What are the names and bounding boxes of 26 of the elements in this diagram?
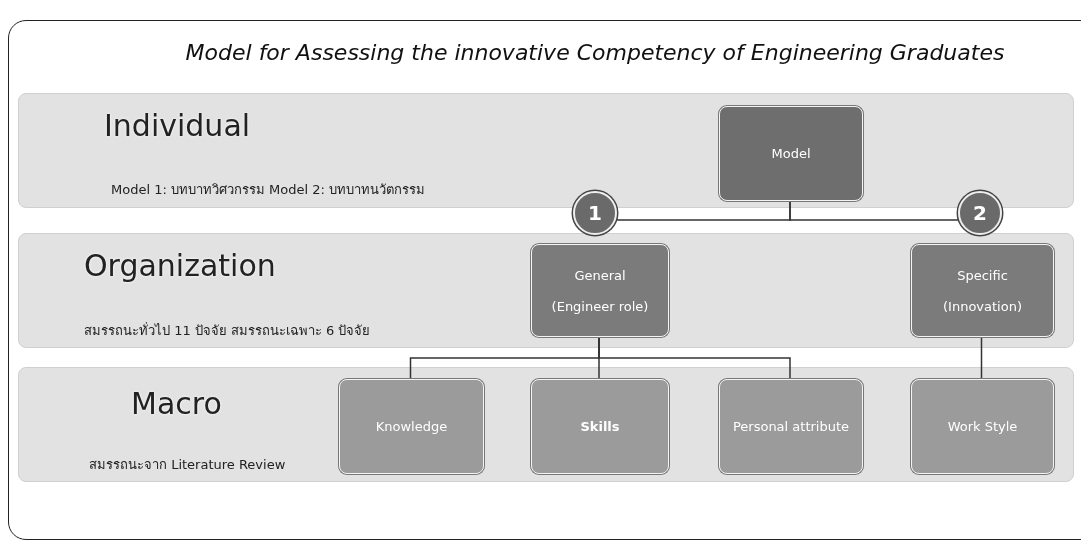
box-label: General <box>574 267 626 283</box>
process-box: Skills <box>531 379 669 474</box>
process-box <box>911 244 1054 337</box>
layer-note: สมรรถนะจาก Literature Review <box>89 456 286 474</box>
layer-heading: Organization <box>84 248 276 283</box>
layer-band <box>18 367 1074 482</box>
connector-line <box>789 199 960 221</box>
process-box: Personal attribute <box>719 379 863 474</box>
process-box: Work Style <box>911 379 1054 474</box>
box-label: (Innovation) <box>943 298 1022 314</box>
process-box: Knowledge <box>339 379 484 474</box>
box-label: Specific <box>957 267 1008 283</box>
connector-line <box>598 335 791 379</box>
box-label: (Engineer role) <box>551 298 649 314</box>
process-box: Model <box>719 106 863 201</box>
layer-band <box>18 93 1074 208</box>
layer-band <box>18 233 1074 348</box>
diagram-title: Model for Assessing the innovative Competency of Engineering Graduates <box>184 40 1006 65</box>
layer-note: Model 1: บทบาทวิศวกรรม Model 2: บทบาทนวัตกรรม <box>111 181 426 199</box>
layer-heading: Individual <box>104 108 251 143</box>
layer-note: สมรรถนะทั่วไป 11 ปัจจัย สมรรถนะเฉพาะ 6 ปัจจัย <box>84 321 371 340</box>
connector-line <box>980 335 983 379</box>
process-box <box>531 244 669 337</box>
layer-heading: Macro <box>131 386 222 421</box>
number-circle: 1 <box>573 191 617 235</box>
number-circle: 2 <box>958 191 1002 235</box>
